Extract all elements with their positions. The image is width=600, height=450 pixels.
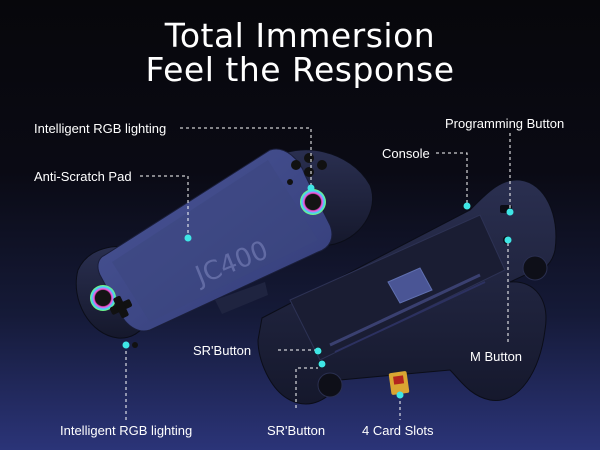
dot-m-button: [504, 236, 512, 244]
headline-line-2: Feel the Response: [145, 50, 455, 89]
dot-programming: [506, 208, 514, 216]
dot-sr-bottom: [318, 360, 326, 368]
label-card-slots: 4 Card Slots: [362, 423, 434, 438]
dot-console: [463, 202, 471, 210]
dot-sr-mid: [314, 347, 322, 355]
callout-leaders: [125, 127, 511, 420]
dot-anti-scratch: [184, 234, 192, 242]
label-rgb-bottom: Intelligent RGB lighting: [60, 423, 193, 438]
label-programming-button: Programming Button: [445, 116, 565, 131]
front-controller: JC400: [75, 148, 374, 348]
dot-rgb-top: [307, 184, 315, 192]
label-anti-scratch: Anti-Scratch Pad: [34, 169, 132, 184]
dot-rgb-bottom: [122, 341, 130, 349]
label-console: Console: [382, 146, 430, 161]
headline-line-1: Total Immersion: [164, 16, 436, 55]
back-controller: [257, 179, 557, 405]
callout-dots: [122, 184, 514, 399]
label-sr-button-bottom: SR'Button: [267, 423, 326, 438]
label-rgb-top: Intelligent RGB lighting: [34, 121, 167, 136]
label-sr-button-mid: SR'Button: [193, 343, 252, 358]
label-m-button: M Button: [470, 349, 523, 364]
dot-card-slots: [396, 391, 404, 399]
